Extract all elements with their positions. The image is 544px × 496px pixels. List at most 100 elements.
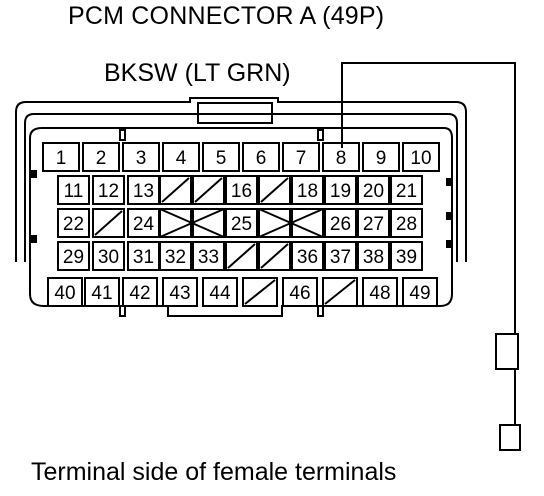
terminal-number: 10: [410, 148, 431, 169]
key-tab: [317, 129, 324, 141]
terminal-number: 29: [63, 247, 84, 268]
terminal-cell: [357, 175, 390, 205]
terminal-number: 19: [330, 181, 351, 202]
pin8-lead-line: [341, 62, 516, 334]
key-tab: [317, 305, 324, 317]
terminal-number: 9: [376, 148, 387, 169]
unused-terminal-mark: [324, 279, 356, 305]
terminal-number: 3: [136, 148, 147, 169]
terminal-number: 13: [133, 181, 154, 202]
side-lock: [446, 240, 452, 248]
terminal-cell: [225, 175, 258, 205]
unused-terminal-mark: [161, 177, 190, 203]
terminal-number: 28: [396, 214, 417, 235]
terminal-number: 33: [198, 247, 219, 268]
terminal-cell: [242, 277, 278, 307]
key-tab: [119, 305, 126, 317]
terminal-number: 37: [330, 247, 351, 268]
terminal-cell: [324, 208, 357, 238]
terminal-cell: [402, 142, 440, 172]
terminal-cell: [225, 241, 258, 271]
terminal-number: 7: [296, 148, 307, 169]
terminal-cell: [291, 175, 324, 205]
harness-connector-symbol: [495, 333, 519, 370]
terminal-cell: [47, 277, 83, 307]
terminal-cell: [258, 175, 291, 205]
terminal-side-caption: Terminal side of female terminals: [31, 458, 397, 486]
terminal-number: 6: [256, 148, 267, 169]
terminal-number: 48: [369, 283, 390, 304]
terminal-cell: [322, 277, 358, 307]
terminal-number: 43: [169, 283, 190, 304]
terminal-cell: [282, 277, 318, 307]
unused-terminal-mark: [94, 210, 123, 236]
terminal-cell: [242, 142, 280, 172]
unused-terminal-mark: [227, 243, 256, 269]
terminal-cell: [324, 241, 357, 271]
terminal-symbol: [499, 424, 521, 451]
terminal-cell: [192, 208, 225, 238]
terminal-cell: [202, 142, 240, 172]
terminal-cell: [225, 208, 258, 238]
terminal-number: 16: [231, 181, 252, 202]
terminal-number: 46: [289, 283, 310, 304]
terminal-number: 32: [165, 247, 186, 268]
terminal-cell: [357, 241, 390, 271]
terminal-number: 11: [64, 181, 84, 202]
terminal-cell: [258, 208, 291, 238]
terminal-cell: [282, 142, 320, 172]
terminal-number: 26: [330, 214, 351, 235]
housing-latch: [197, 102, 273, 124]
terminal-cell: [122, 142, 160, 172]
terminal-cell: [390, 175, 423, 205]
terminal-cell: [82, 142, 120, 172]
terminal-number: 1: [56, 148, 67, 169]
connector-housing-outer: [15, 97, 467, 262]
terminal-number: 25: [231, 214, 252, 235]
side-lock: [446, 212, 452, 220]
terminal-cell: [291, 241, 324, 271]
terminal-number: 49: [409, 283, 430, 304]
connector-title: PCM CONNECTOR A (49P): [68, 2, 385, 30]
unused-terminal-mark: [260, 177, 289, 203]
terminal-cell: [357, 208, 390, 238]
terminal-cell: [92, 175, 125, 205]
terminal-block-outline: [29, 127, 453, 317]
terminal-number: 2: [96, 148, 107, 169]
terminal-number: 40: [54, 283, 75, 304]
terminal-cell: [159, 241, 192, 271]
terminal-cell: [362, 277, 398, 307]
terminal-cell: [390, 208, 423, 238]
terminal-cell: [162, 142, 200, 172]
side-lock: [446, 178, 452, 186]
terminal-cell: [324, 175, 357, 205]
terminal-number: 38: [363, 247, 384, 268]
terminal-cell: [42, 142, 80, 172]
terminal-number: 30: [98, 247, 119, 268]
terminal-number: 36: [297, 247, 318, 268]
terminal-number: 24: [133, 214, 155, 235]
terminal-number: 18: [297, 181, 318, 202]
terminal-cell: [57, 208, 90, 238]
terminal-cell: [291, 208, 324, 238]
terminal-number: 4: [176, 148, 187, 169]
unused-terminal-mark: [159, 208, 225, 238]
unused-terminal-mark: [260, 243, 289, 269]
terminal-number: 39: [396, 247, 417, 268]
terminal-cell: [390, 241, 423, 271]
terminal-number: 27: [363, 214, 384, 235]
terminal-cell: [122, 277, 158, 307]
terminal-number: 21: [396, 181, 417, 202]
unused-terminal-mark: [258, 208, 324, 238]
terminal-cell: [57, 241, 90, 271]
side-lock: [31, 170, 37, 178]
terminal-cell: [92, 208, 125, 238]
terminal-cell: [92, 241, 125, 271]
terminal-cell: [258, 241, 291, 271]
terminal-number: 8: [336, 148, 347, 169]
terminal-cell: [362, 142, 400, 172]
unused-terminal-mark: [244, 279, 276, 305]
terminal-number: 44: [209, 283, 231, 304]
terminal-cell: [159, 208, 192, 238]
